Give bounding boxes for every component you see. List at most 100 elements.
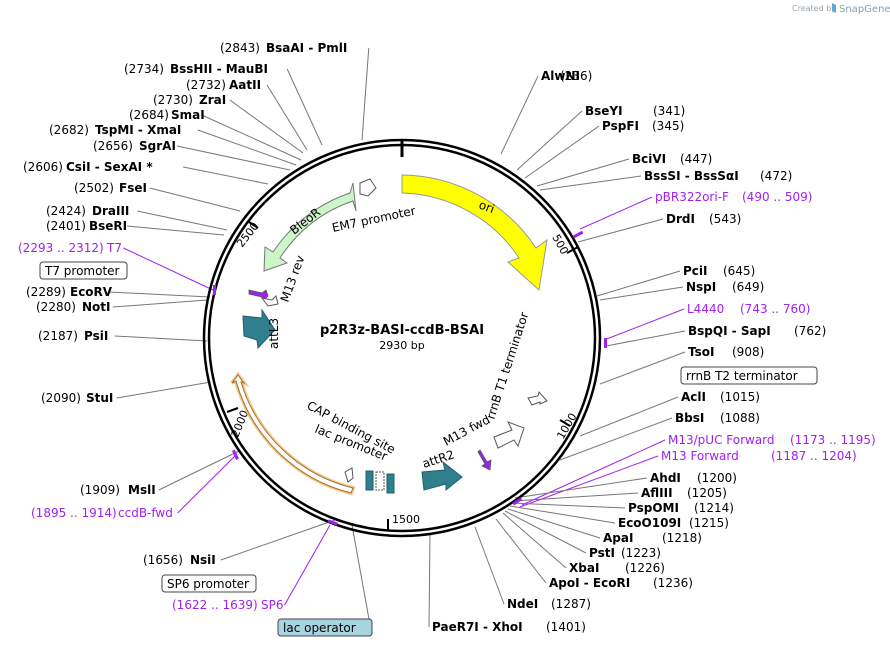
rrnb-t2-terminator-box[interactable] bbox=[680, 366, 818, 385]
leader-bsaai-pmli bbox=[361, 47, 370, 141]
bleor-feature[interactable] bbox=[263, 182, 357, 272]
ori-feature[interactable] bbox=[401, 174, 548, 291]
fsei-position: (2502) bbox=[74, 181, 114, 195]
primer-tick-pbr322 bbox=[573, 230, 584, 239]
sp6-promoter-label: SP6 promoter bbox=[167, 577, 249, 591]
m13-fwd-primer-arrow[interactable] bbox=[477, 449, 492, 471]
pspomi-position: (1214) bbox=[694, 501, 734, 515]
paer7i-xhoi-site-name[interactable]: PaeR7I - XhoI bbox=[432, 620, 523, 634]
leader-psii bbox=[114, 335, 208, 342]
lac-operator-box[interactable] bbox=[277, 618, 373, 637]
lac-promoter-box[interactable] bbox=[386, 473, 395, 494]
leader-fsei bbox=[149, 187, 241, 212]
snapgene-logo-icon bbox=[832, 3, 836, 13]
xbai-site-name[interactable]: XbaI bbox=[569, 561, 599, 575]
leader-psti bbox=[504, 510, 587, 554]
pspomi-site-name[interactable]: PspOMI bbox=[628, 501, 679, 515]
aatii-site-name[interactable]: AatII bbox=[229, 78, 261, 92]
noti-position: (2280) bbox=[36, 300, 76, 314]
plasmid-length: 2930 bp bbox=[379, 339, 424, 352]
t7-promoter-box[interactable] bbox=[39, 261, 128, 280]
ccdb-fwd-primer-name[interactable]: ccdB-fwd bbox=[118, 506, 173, 520]
bbsi-site-name[interactable]: BbsI bbox=[675, 411, 704, 425]
bsshii-maubi-site-name[interactable]: BssHII - MauBI bbox=[170, 62, 268, 76]
alwni-site-name[interactable]: AlwNI bbox=[541, 69, 580, 83]
apai-site-name[interactable]: ApaI bbox=[603, 531, 633, 545]
zrai-site-name[interactable]: ZraI bbox=[199, 93, 226, 107]
leader-ndei bbox=[474, 526, 505, 605]
tspmi-xmai-position: (2682) bbox=[49, 123, 89, 137]
csii-sexai-position: (2606) bbox=[23, 160, 63, 174]
t7-primer-name[interactable]: T7 bbox=[106, 241, 122, 255]
l4440-primer-name[interactable]: L4440 bbox=[687, 302, 724, 316]
afliii-site-name[interactable]: AflIII bbox=[641, 486, 673, 500]
ccdb-feature[interactable] bbox=[231, 374, 354, 494]
sp6-promoter-box[interactable] bbox=[161, 574, 257, 593]
leader-smai bbox=[201, 114, 302, 161]
pcii-site-name[interactable]: PciI bbox=[683, 264, 708, 278]
tsoi-site-name[interactable]: TsoI bbox=[688, 345, 714, 359]
ahdi-site-name[interactable]: AhdI bbox=[650, 471, 681, 485]
em7-promoter-arrow[interactable] bbox=[359, 178, 377, 197]
attr2-arrow[interactable] bbox=[421, 460, 463, 492]
csii-sexai-site-name[interactable]: CsiI - SexAI * bbox=[66, 160, 153, 174]
ndei-site-name[interactable]: NdeI bbox=[507, 597, 538, 611]
bseyi-site-name[interactable]: BseYI bbox=[585, 104, 623, 118]
nsii-position: (1656) bbox=[143, 553, 183, 567]
pbr322ori-f-position: (490 .. 509) bbox=[742, 190, 812, 204]
nspi-position: (649) bbox=[732, 280, 764, 294]
bleor-label: BleoR bbox=[287, 205, 323, 237]
noti-site-name[interactable]: NotI bbox=[82, 300, 111, 314]
leader-ecorv bbox=[107, 291, 211, 298]
bcivi-site-name[interactable]: BciVI bbox=[632, 152, 666, 166]
leader-ccdb-fwd bbox=[177, 454, 237, 514]
plasmid-name: p2R3z-BASI-ccdB-BSAI bbox=[320, 323, 484, 338]
ecoo109i-site-name[interactable]: EcoO109I bbox=[618, 516, 681, 530]
primer-tick-sp6 bbox=[327, 519, 339, 526]
psti-site-name[interactable]: PstI bbox=[589, 546, 615, 560]
sgrai-position: (2656) bbox=[93, 139, 133, 153]
lac-operator-box[interactable] bbox=[365, 470, 374, 491]
pspfi-site-name[interactable]: PspFI bbox=[602, 119, 639, 133]
drdi-site-name[interactable]: DrdI bbox=[666, 212, 695, 226]
msli-site-name[interactable]: MslI bbox=[128, 483, 156, 497]
nspi-site-name[interactable]: NspI bbox=[686, 280, 716, 294]
l4440-position: (743 .. 760) bbox=[740, 302, 810, 316]
stui-site-name[interactable]: StuI bbox=[86, 391, 113, 405]
bsssi-bsss-i-site-name[interactable]: BssSI - BssSαI bbox=[644, 169, 739, 183]
leader-bseyi bbox=[516, 110, 583, 171]
rrnb-t2-terminator-label: rrnB T2 terminator bbox=[686, 369, 798, 383]
lac-small-arrow-2[interactable] bbox=[344, 467, 354, 483]
tick-label-1500: 1500 bbox=[392, 513, 420, 526]
apoi-ecori-position: (1236) bbox=[653, 576, 693, 590]
ecorv-site-name[interactable]: EcoRV bbox=[70, 285, 113, 299]
leader-sgrai bbox=[176, 145, 291, 171]
primer-tick-m13 bbox=[512, 497, 523, 506]
m13-forward-primer-name[interactable]: M13 Forward bbox=[661, 449, 739, 463]
bsaai-pmli-site-name[interactable]: BsaAI - PmlI bbox=[266, 41, 347, 55]
cap-site-box[interactable] bbox=[375, 471, 385, 491]
bseri-site-name[interactable]: BseRI bbox=[89, 219, 127, 233]
rrnb-t1-arrow[interactable] bbox=[493, 421, 525, 449]
psii-site-name[interactable]: PsiI bbox=[84, 329, 108, 343]
pbr322ori-f-primer-name[interactable]: pBR322ori-F bbox=[655, 190, 729, 204]
leader-lac-operator bbox=[351, 524, 371, 628]
bspqi-sapi-site-name[interactable]: BspQI - SapI bbox=[688, 324, 771, 338]
leader-xbai bbox=[502, 512, 567, 569]
tick-label-1000: 1000 bbox=[554, 411, 579, 442]
acli-site-name[interactable]: AclI bbox=[681, 390, 706, 404]
m13-rev-primer-arrow[interactable] bbox=[248, 289, 269, 301]
fsei-site-name[interactable]: FseI bbox=[119, 181, 147, 195]
tspmi-xmai-site-name[interactable]: TspMI - XmaI bbox=[95, 123, 181, 137]
draiii-site-name[interactable]: DraIII bbox=[92, 204, 129, 218]
draiii-position: (2424) bbox=[46, 204, 86, 218]
attl3-arrow[interactable] bbox=[242, 308, 276, 350]
lac-small-arrow[interactable] bbox=[260, 295, 279, 307]
smai-site-name[interactable]: SmaI bbox=[171, 108, 205, 122]
nsii-site-name[interactable]: NsiI bbox=[190, 553, 216, 567]
m13-puc-forward-primer-name[interactable]: M13/pUC Forward bbox=[668, 433, 775, 447]
apoi-ecori-site-name[interactable]: ApoI - EcoRI bbox=[549, 576, 630, 590]
rrnb-small-arrow[interactable] bbox=[527, 390, 548, 406]
sp6-primer-name[interactable]: SP6 bbox=[261, 598, 284, 612]
sgrai-site-name[interactable]: SgrAI bbox=[139, 139, 176, 153]
